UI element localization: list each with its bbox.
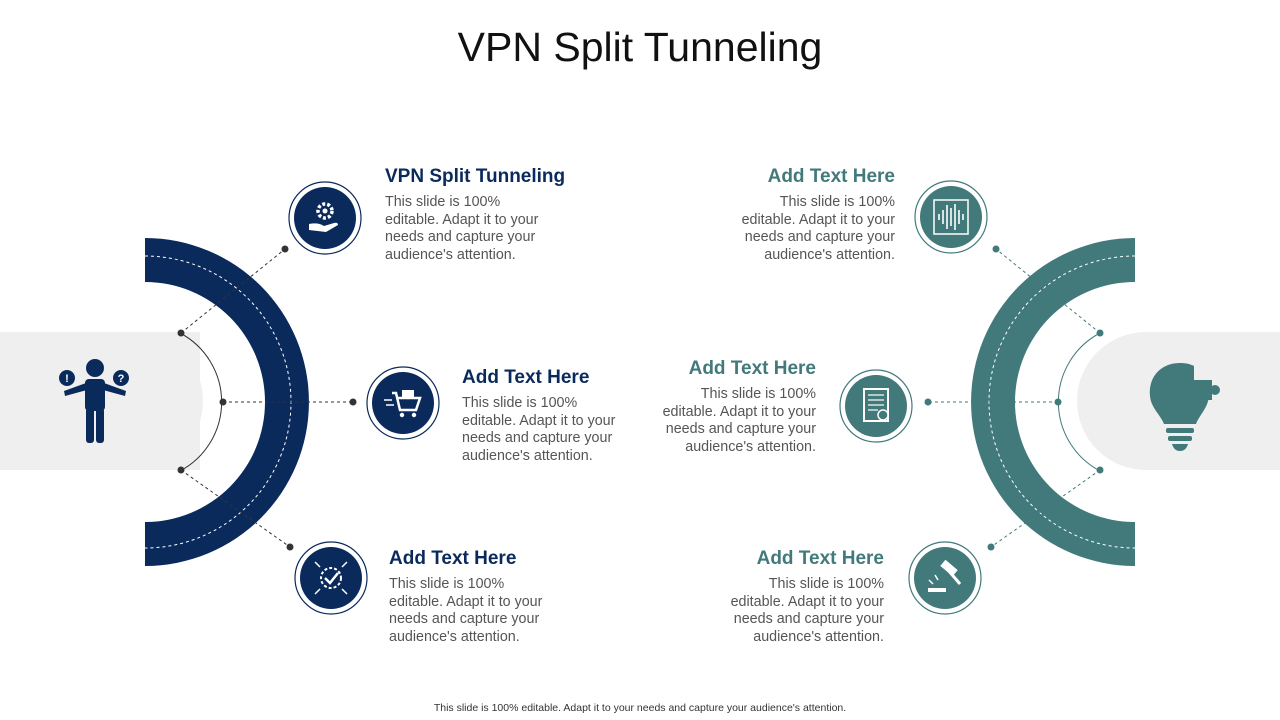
footer-note: This slide is 100% editable. Adapt it to… bbox=[433, 702, 847, 714]
left-item-1-heading: VPN Split Tunneling bbox=[385, 166, 566, 187]
right-item-1-heading: Add Text Here bbox=[767, 166, 895, 187]
left-item-2: Add Text Here This slide is 100% editabl… bbox=[462, 367, 702, 465]
target-arrows-icon bbox=[294, 541, 368, 615]
left-item-1-body: This slide is 100% editable. Adapt it to… bbox=[385, 194, 539, 263]
right-item-2-body: This slide is 100% editable. Adapt it to… bbox=[662, 386, 816, 455]
lightbulb-puzzle-icon bbox=[1149, 363, 1220, 451]
left-item-3-heading: Add Text Here bbox=[389, 548, 517, 569]
right-item-2: Add Text Here This slide is 100% editabl… bbox=[576, 358, 816, 456]
slide-title: VPN Split Tunneling bbox=[457, 24, 823, 70]
left-connector-dots bbox=[177, 245, 357, 551]
left-item-2-body: This slide is 100% editable. Adapt it to… bbox=[462, 395, 616, 464]
right-item-1-body: This slide is 100% editable. Adapt it to… bbox=[741, 194, 895, 263]
hand-holding-gear-icon bbox=[288, 181, 362, 255]
left-item-3-body: This slide is 100% editable. Adapt it to… bbox=[389, 576, 543, 645]
left-person-marks: ! ? bbox=[65, 373, 124, 385]
sound-wave-icon bbox=[914, 180, 988, 254]
left-item-3: Add Text Here This slide is 100% editabl… bbox=[389, 548, 629, 646]
gavel-icon bbox=[908, 541, 982, 615]
person-with-exclamation-and-question-icon bbox=[59, 359, 129, 443]
shopping-cart-icon bbox=[366, 366, 440, 440]
right-item-2-heading: Add Text Here bbox=[688, 358, 816, 379]
left-connectors bbox=[180, 248, 353, 548]
right-connectors bbox=[928, 248, 1101, 548]
right-item-1: Add Text Here This slide is 100% editabl… bbox=[655, 166, 895, 264]
svg-text:!: ! bbox=[65, 373, 69, 385]
left-item-1: VPN Split Tunneling This slide is 100% e… bbox=[385, 166, 625, 264]
right-item-3-heading: Add Text Here bbox=[756, 548, 884, 569]
svg-text:?: ? bbox=[118, 373, 125, 385]
pound-document-icon bbox=[839, 369, 913, 443]
right-connector-dots bbox=[924, 245, 1104, 551]
left-item-2-heading: Add Text Here bbox=[462, 367, 590, 388]
right-arc bbox=[971, 238, 1135, 566]
left-arc bbox=[145, 238, 309, 566]
right-item-3-body: This slide is 100% editable. Adapt it to… bbox=[730, 576, 884, 645]
right-item-3: Add Text Here This slide is 100% editabl… bbox=[644, 548, 884, 646]
